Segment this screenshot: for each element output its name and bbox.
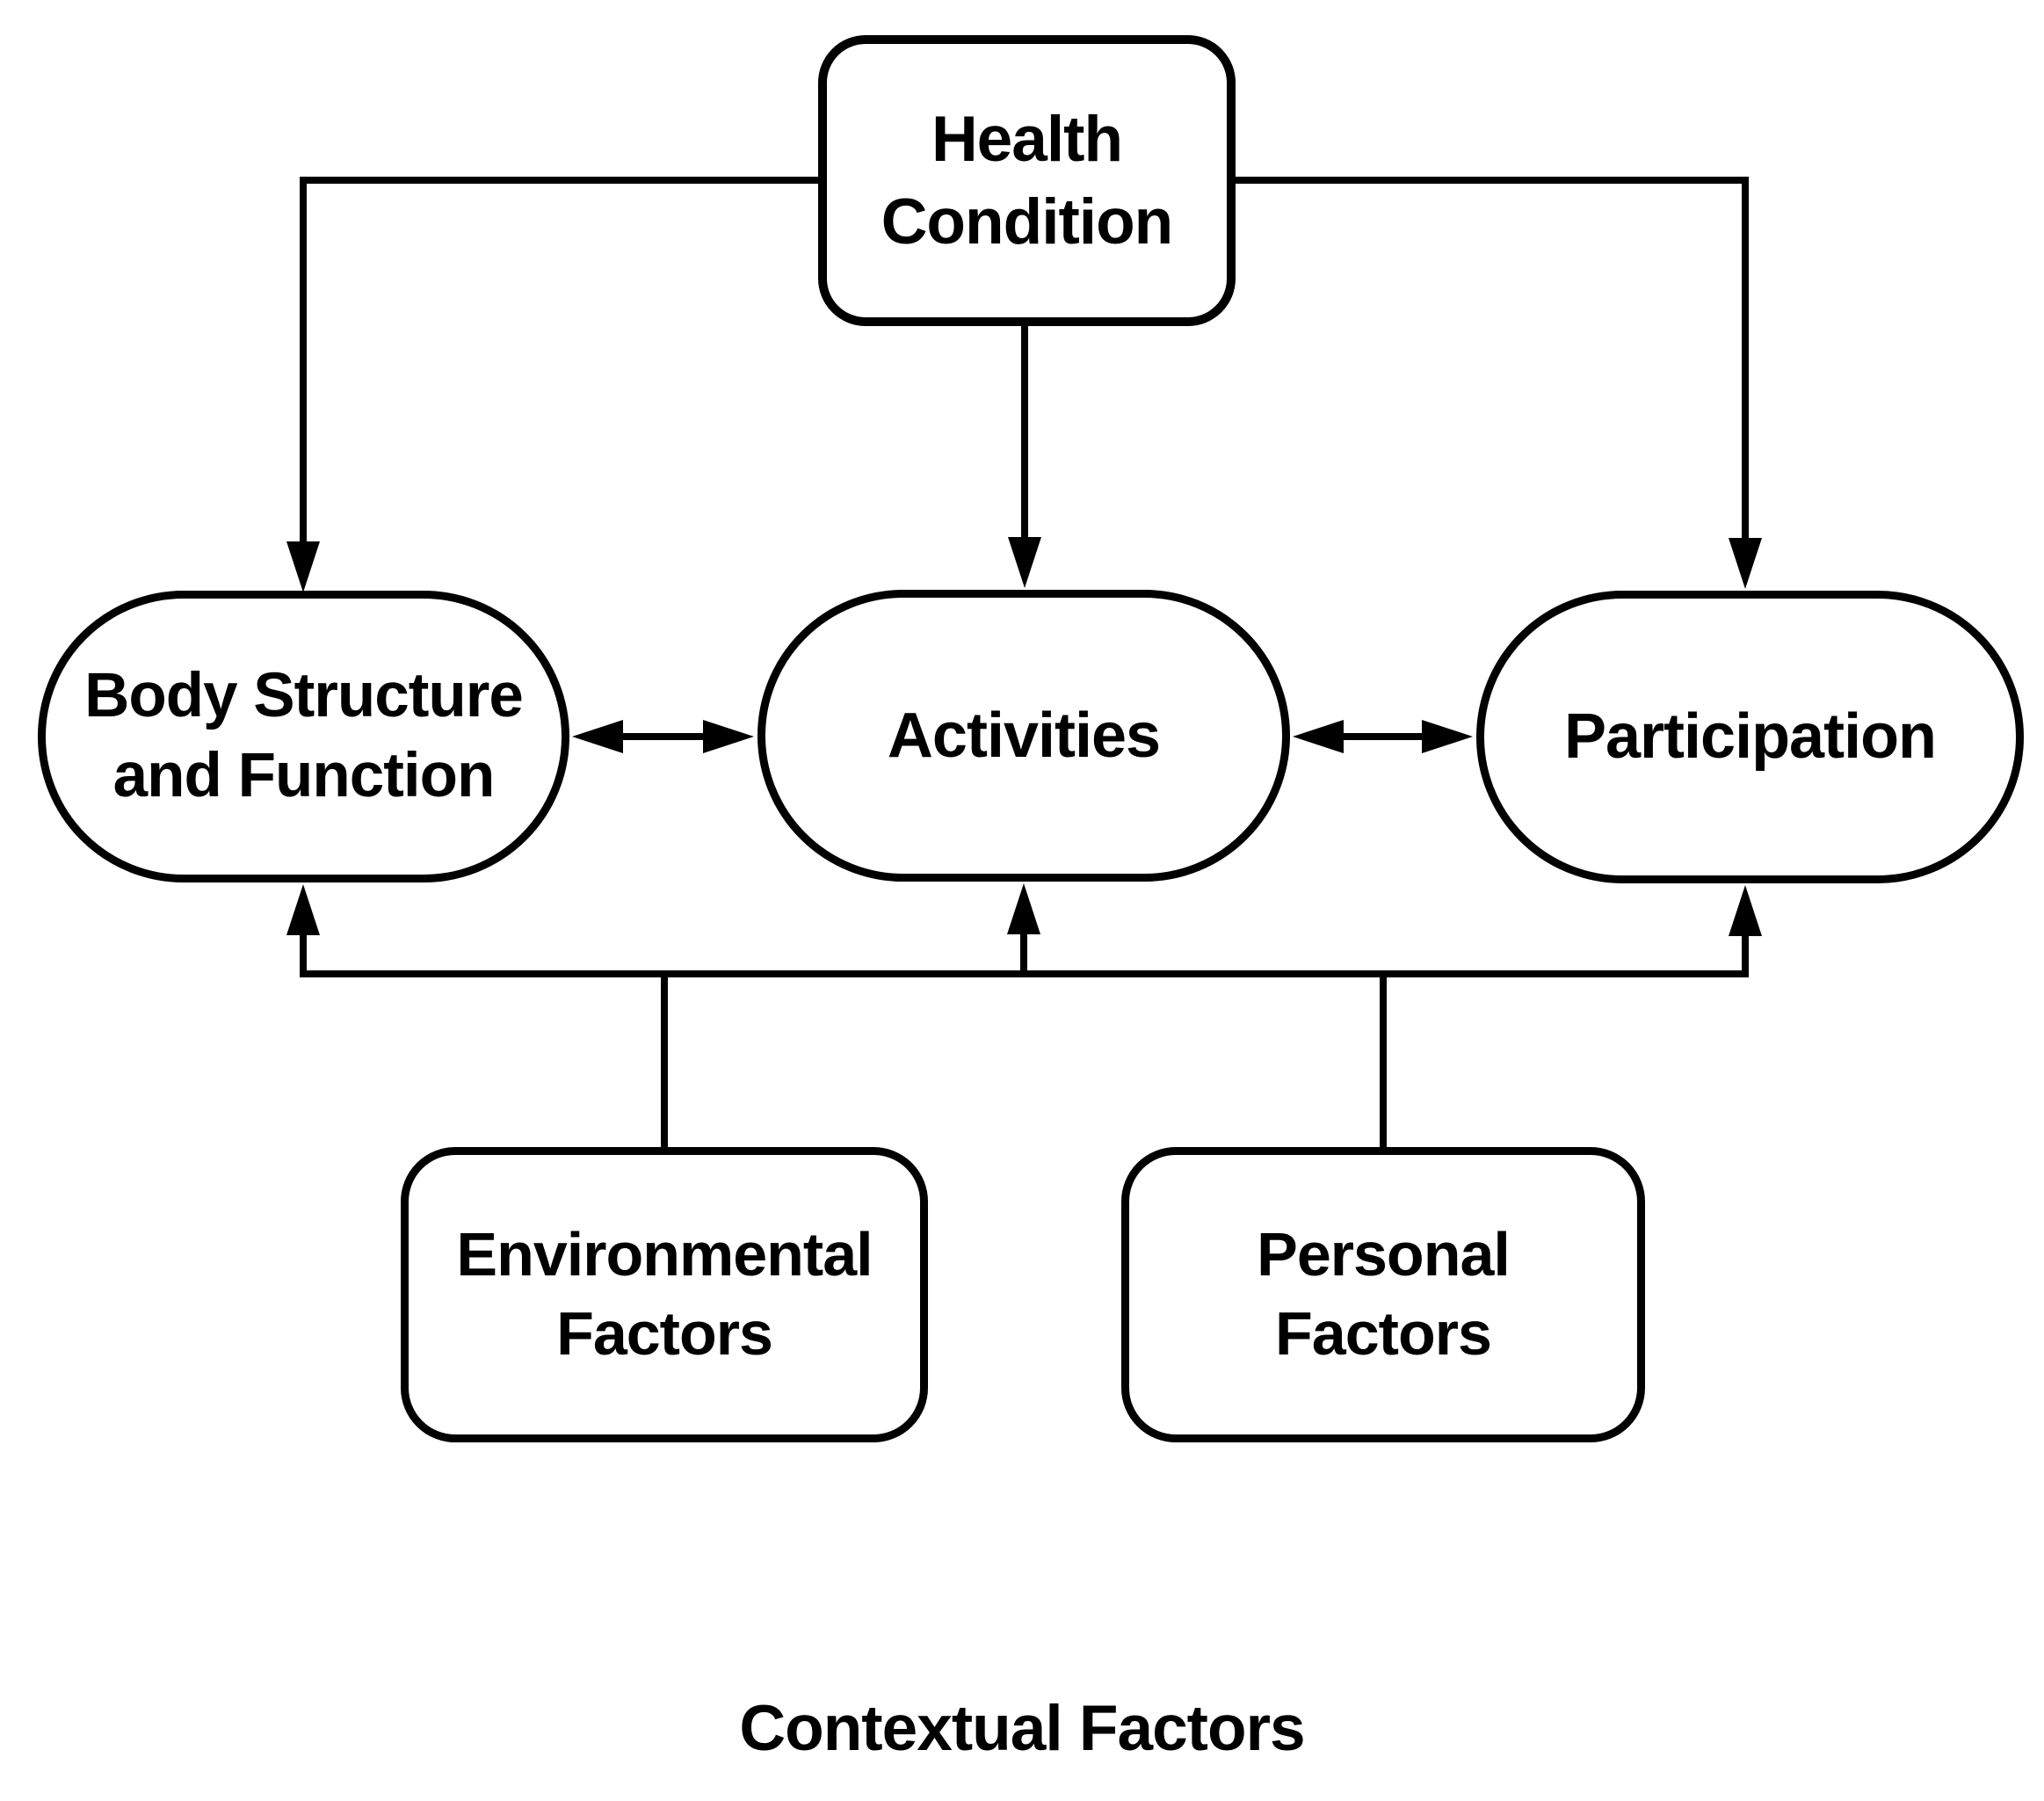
node-environmental-factors-label: Environmental Factors <box>456 1220 873 1368</box>
arrow-health-to-participation <box>1235 177 1762 589</box>
node-activities-label: Activities <box>887 700 1161 771</box>
node-health-condition-label: Health Condition <box>881 104 1174 258</box>
arrow-contextual-to-body-structure <box>286 884 320 935</box>
node-health-condition: Health Condition <box>818 35 1236 326</box>
arrow-body-structure-activities <box>572 720 754 753</box>
node-activities: Activities <box>757 590 1290 882</box>
arrow-contextual-to-participation <box>1729 885 1762 936</box>
node-personal-factors-label: Personal Factors <box>1257 1220 1511 1368</box>
arrow-contextual-to-activities <box>1007 883 1040 974</box>
node-participation-label: Participation <box>1563 701 1937 773</box>
arrow-health-to-body-structure <box>286 177 818 592</box>
contextual-factors-caption: Contextual Factors <box>739 1693 1305 1764</box>
contextual-line <box>300 932 1749 977</box>
arrow-activities-participation <box>1293 720 1473 753</box>
node-participation: Participation <box>1476 591 2024 883</box>
arrow-health-to-activities <box>1008 325 1041 588</box>
node-body-structure-label: Body Structure and Function <box>84 661 524 810</box>
node-environmental-factors: Environmental Factors <box>401 1147 928 1442</box>
node-body-structure-and-function: Body Structure and Function <box>38 591 569 882</box>
node-personal-factors: Personal Factors <box>1121 1147 1645 1442</box>
